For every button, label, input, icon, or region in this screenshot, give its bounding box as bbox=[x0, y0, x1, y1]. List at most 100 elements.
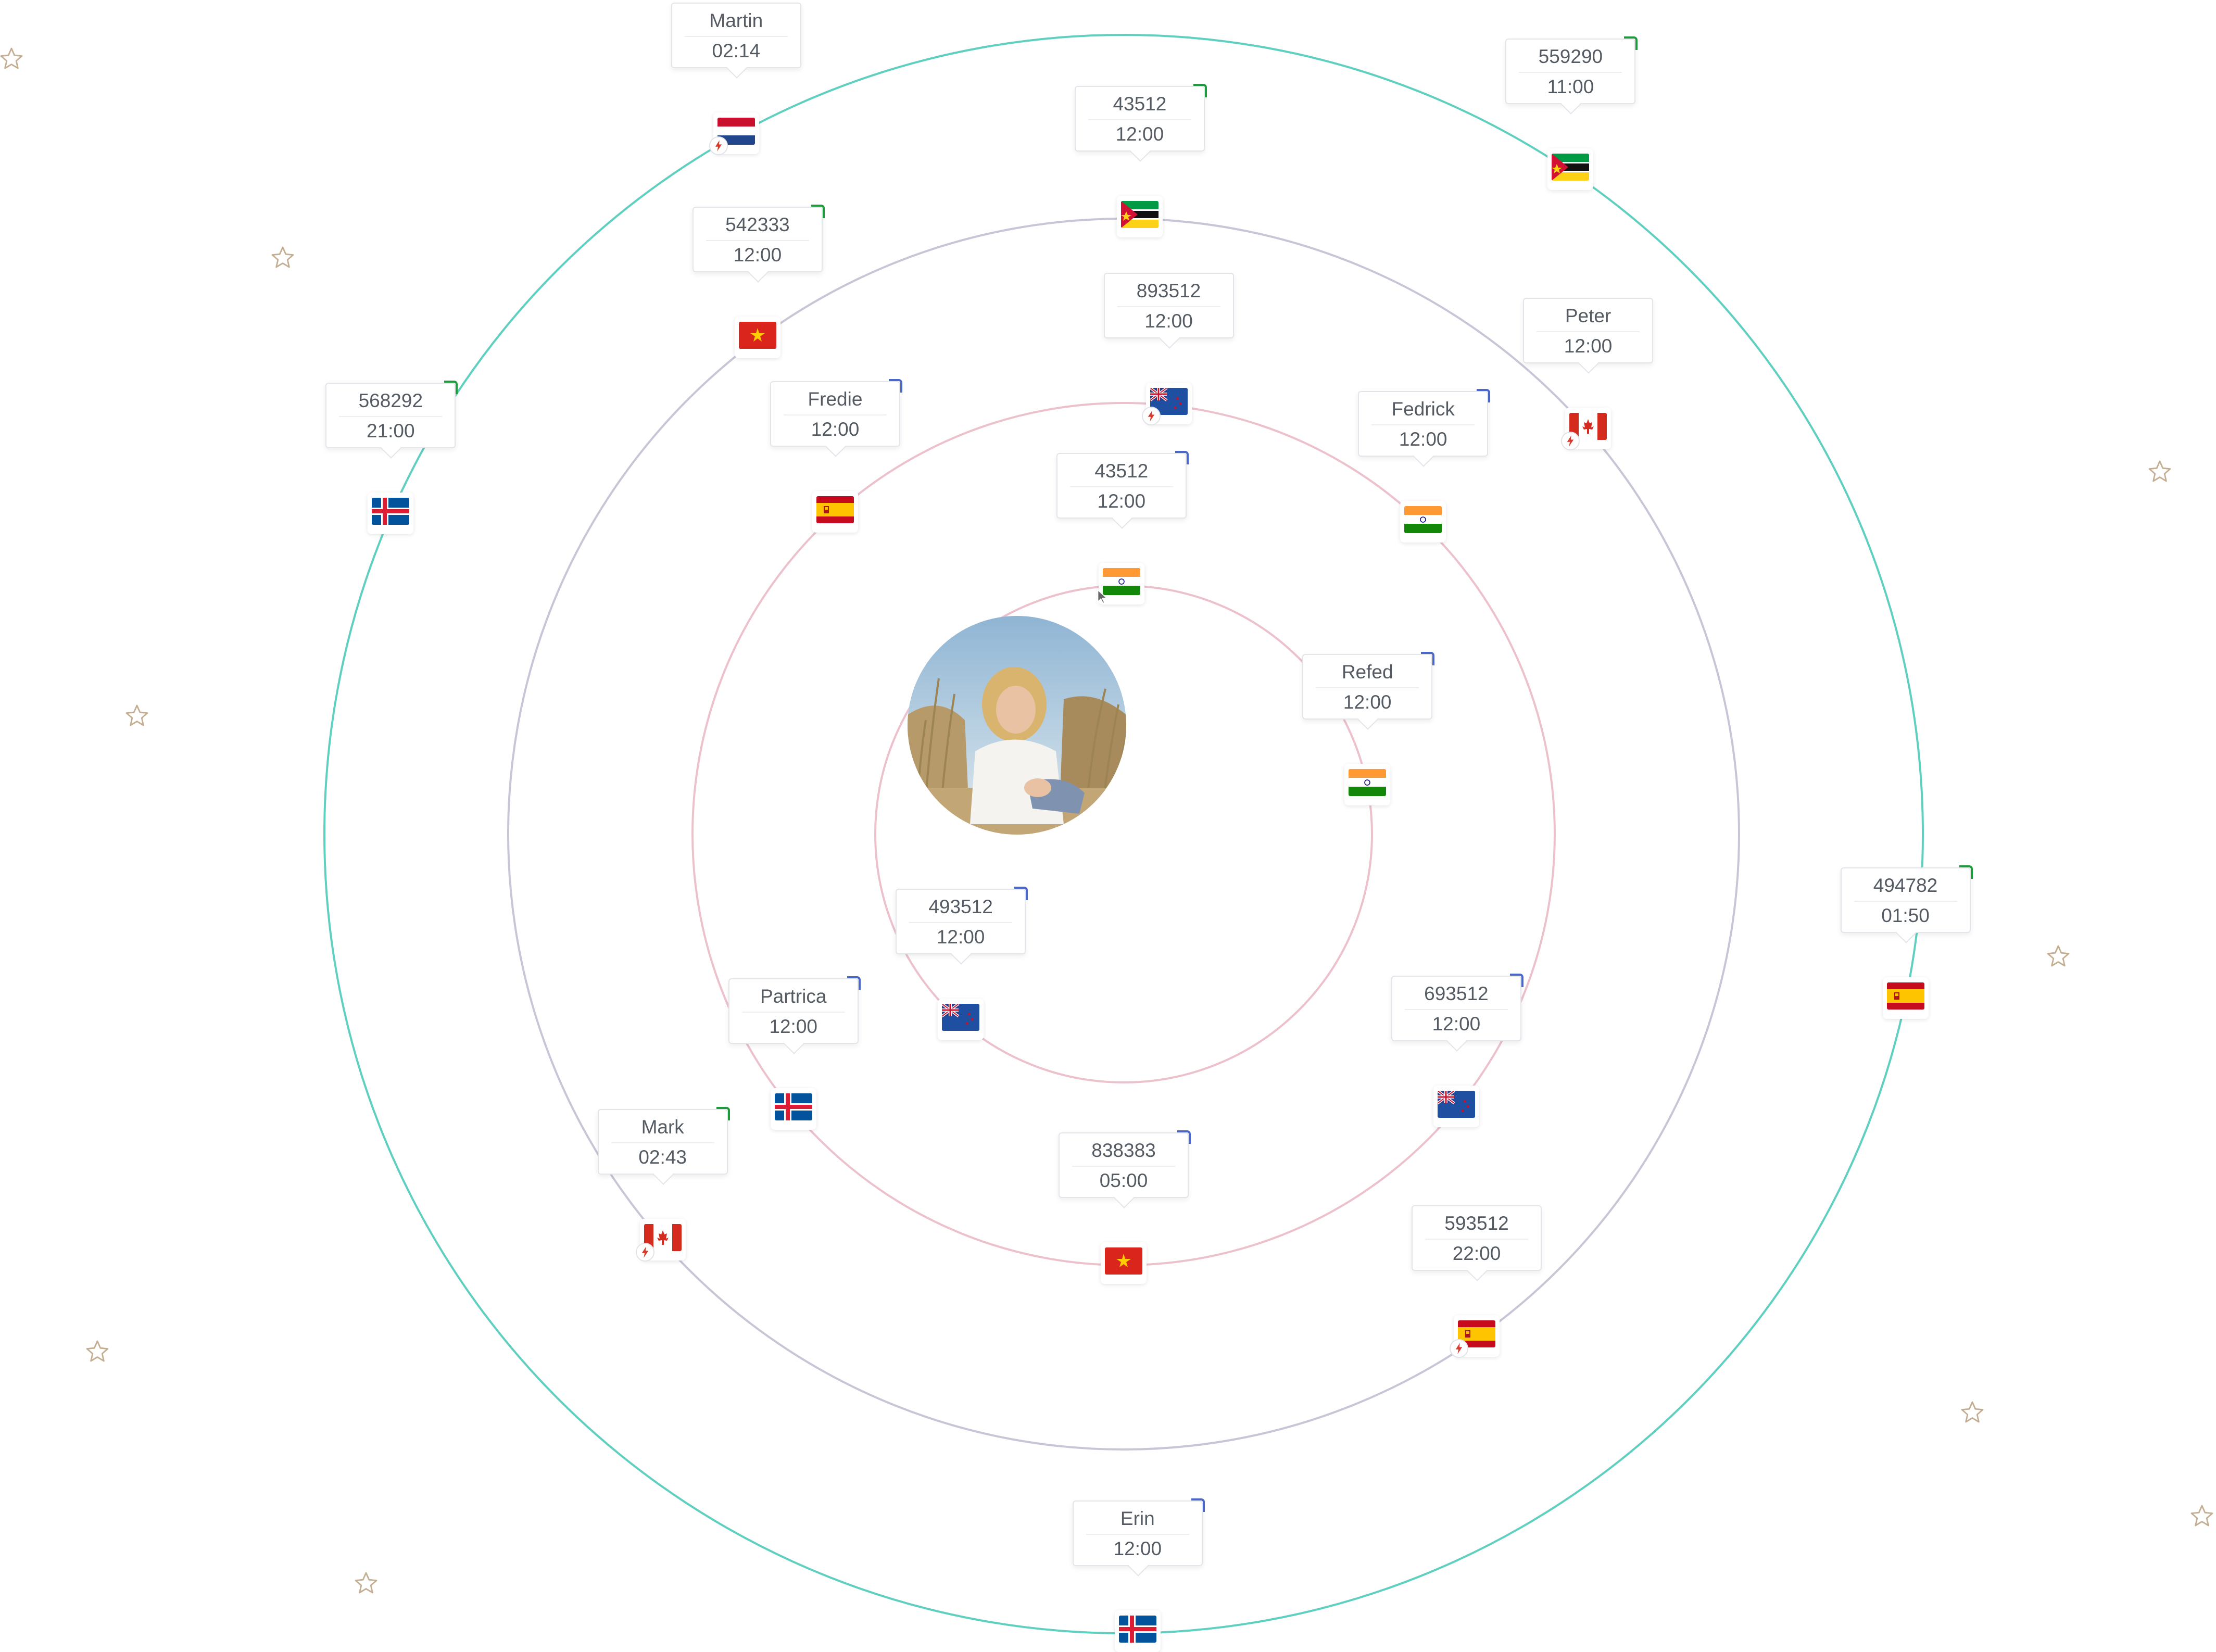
flag-badge[interactable] bbox=[368, 492, 414, 534]
contact-card[interactable]: Martin 02:14 bbox=[671, 2, 801, 79]
contact-time: 02:14 bbox=[712, 40, 761, 61]
card-divider bbox=[784, 414, 887, 415]
flag-es-icon bbox=[1458, 1320, 1495, 1348]
contact-card[interactable]: Erin 12:00 bbox=[1072, 1498, 1205, 1577]
card-corner-accent bbox=[444, 380, 458, 394]
contact-time: 05:00 bbox=[1099, 1170, 1148, 1191]
flag-badge[interactable] bbox=[1400, 501, 1446, 543]
card-divider bbox=[1086, 1533, 1189, 1535]
card-corner-accent bbox=[847, 976, 861, 990]
flag-badge[interactable] bbox=[1433, 1085, 1479, 1127]
card-corner-accent bbox=[1177, 1130, 1191, 1144]
flag-badge[interactable] bbox=[812, 490, 858, 533]
flag-badge[interactable] bbox=[1116, 196, 1163, 238]
star-icon bbox=[2046, 944, 2071, 969]
flag-badge[interactable] bbox=[1101, 1242, 1147, 1284]
card-divider bbox=[1088, 119, 1191, 121]
card-corner-accent bbox=[1175, 451, 1189, 464]
flag-badge[interactable] bbox=[734, 316, 780, 358]
card-divider bbox=[611, 1142, 714, 1144]
lightning-icon bbox=[1141, 406, 1161, 425]
star-icon bbox=[124, 703, 149, 728]
contact-time: 12:00 bbox=[1564, 335, 1613, 357]
contact-name: 43512 bbox=[1113, 93, 1167, 115]
contact-time: 12:00 bbox=[1115, 123, 1164, 145]
contact-name: 43512 bbox=[1094, 460, 1149, 482]
star-icon bbox=[85, 1339, 110, 1364]
card-corner-accent bbox=[716, 1107, 730, 1121]
contact-name: 568292 bbox=[358, 389, 423, 411]
card-corner-accent bbox=[1509, 973, 1524, 987]
flag-badge[interactable] bbox=[938, 999, 984, 1040]
flag-badge[interactable] bbox=[1547, 148, 1594, 191]
center-avatar[interactable] bbox=[908, 616, 1126, 835]
contact-name: 693512 bbox=[1424, 982, 1489, 1004]
contact-name: Erin bbox=[1120, 1507, 1155, 1529]
flag-badge[interactable] bbox=[1098, 563, 1144, 604]
contact-card[interactable]: 493512 12:00 bbox=[896, 887, 1028, 965]
contact-time: 12:00 bbox=[1432, 1013, 1481, 1035]
contact-card[interactable]: 43512 12:00 bbox=[1074, 84, 1207, 162]
contact-card[interactable]: 559290 11:00 bbox=[1505, 36, 1638, 115]
card-divider bbox=[1404, 1008, 1508, 1010]
card-corner-accent bbox=[1191, 1498, 1205, 1512]
flag-in-icon bbox=[1349, 769, 1387, 796]
contact-name: 494782 bbox=[1873, 875, 1938, 897]
flag-in-icon bbox=[1404, 506, 1442, 534]
contact-time: 12:00 bbox=[1343, 691, 1392, 713]
flag-mz-icon bbox=[1552, 154, 1590, 181]
star-icon bbox=[2147, 459, 2172, 484]
profile-photo-icon bbox=[908, 616, 1126, 835]
lightning-icon bbox=[1561, 431, 1580, 450]
contact-name: Mark bbox=[641, 1116, 684, 1138]
flag-vn-icon bbox=[738, 321, 776, 349]
flag-badge[interactable] bbox=[770, 1088, 816, 1130]
star-icon bbox=[1960, 1400, 1985, 1425]
flag-ca-icon bbox=[1569, 412, 1607, 440]
contact-time: 12:00 bbox=[1399, 428, 1447, 450]
contact-name: 493512 bbox=[928, 896, 993, 917]
contact-card[interactable]: 568292 21:00 bbox=[325, 380, 458, 459]
card-corner-accent bbox=[1477, 389, 1491, 403]
flag-badge[interactable] bbox=[1114, 1610, 1161, 1652]
card-corner-accent bbox=[811, 204, 825, 218]
contact-time: 21:00 bbox=[367, 420, 415, 442]
flag-badge[interactable] bbox=[1882, 977, 1929, 1019]
lightning-icon bbox=[709, 136, 728, 155]
card-divider bbox=[1069, 486, 1173, 487]
flag-badge[interactable] bbox=[1344, 764, 1391, 805]
flag-es-icon bbox=[1886, 982, 1924, 1010]
card-divider bbox=[1117, 306, 1220, 307]
flag-badge[interactable] bbox=[1454, 1315, 1500, 1357]
card-corner-accent bbox=[1421, 652, 1435, 665]
contact-time: 12:00 bbox=[936, 926, 985, 948]
star-icon bbox=[270, 245, 295, 270]
contact-name: 559290 bbox=[1538, 46, 1603, 68]
contact-time: 12:00 bbox=[1113, 1537, 1162, 1559]
contact-card[interactable]: 693512 12:00 bbox=[1391, 973, 1524, 1052]
contact-name: Partrica bbox=[760, 986, 827, 1007]
star-icon bbox=[354, 1571, 379, 1596]
contact-time: 11:00 bbox=[1547, 76, 1594, 98]
lightning-icon bbox=[1450, 1339, 1468, 1358]
card-divider bbox=[741, 1012, 845, 1013]
star-icon bbox=[0, 46, 24, 71]
contact-name: Martin bbox=[709, 9, 763, 31]
card-divider bbox=[909, 922, 1013, 923]
card-divider bbox=[1072, 1166, 1175, 1167]
flag-is-icon bbox=[372, 497, 410, 525]
flag-vn-icon bbox=[1105, 1247, 1142, 1275]
flag-mz-icon bbox=[1120, 201, 1159, 229]
